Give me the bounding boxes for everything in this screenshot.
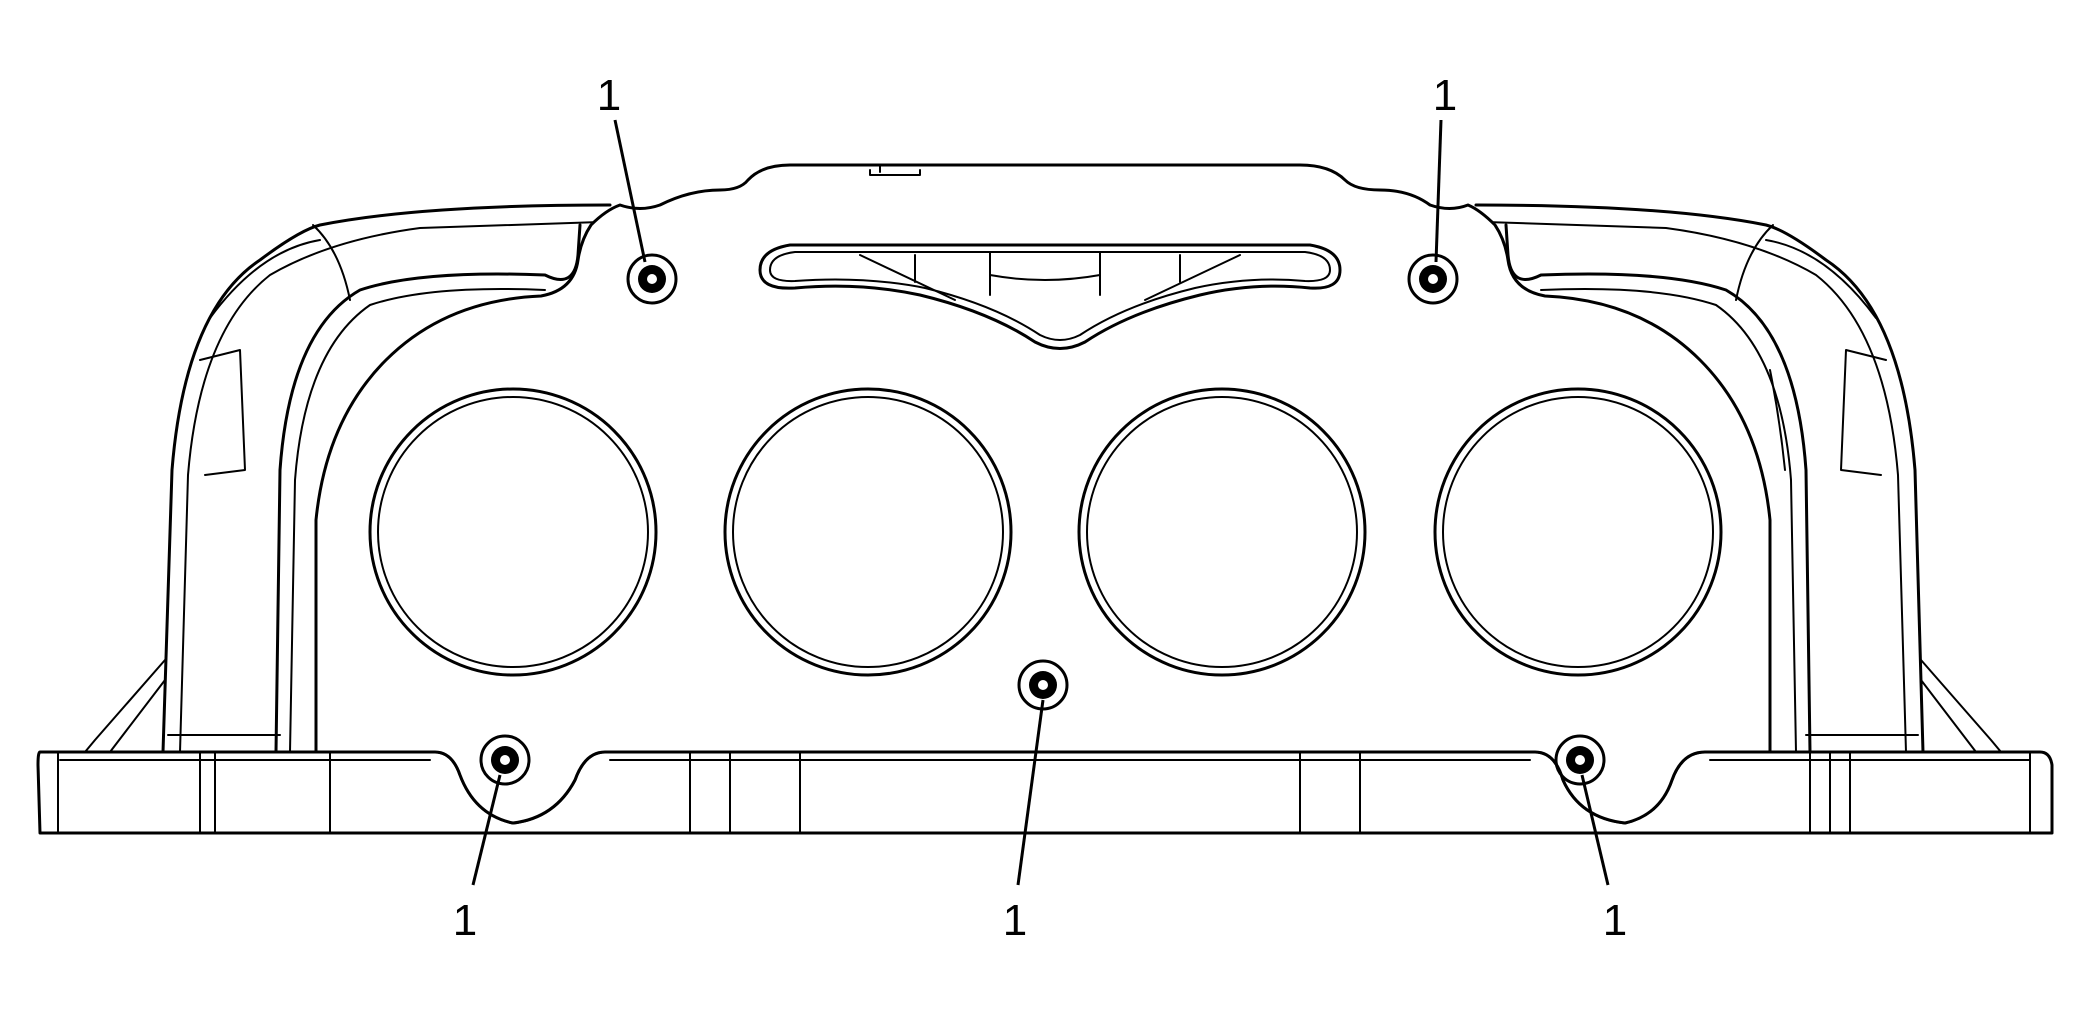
intake-port-2: [723, 387, 1013, 677]
leader-bottom-left: [471, 774, 502, 886]
intake-ports: [368, 387, 1723, 677]
center-slot: [758, 243, 1342, 350]
callout-top-left: 1: [597, 71, 621, 120]
gasket-plate: [314, 163, 1772, 825]
leader-top-right: [1434, 119, 1443, 263]
callout-labels: 1 1 1 1 1: [453, 71, 1627, 945]
base-flange: [36, 750, 2054, 835]
bolt-bottom-right: [1554, 734, 1606, 786]
leader-lines: [471, 119, 1610, 886]
intake-port-1: [368, 387, 658, 677]
leader-top-left: [613, 119, 647, 263]
intake-port-3: [1077, 387, 1367, 677]
callout-top-right: 1: [1433, 71, 1457, 120]
bolts: [479, 253, 1606, 786]
intake-port-4: [1433, 387, 1723, 677]
bolt-top-right: [1407, 253, 1459, 305]
callout-bottom-right: 1: [1603, 896, 1627, 945]
left-runner-housing: [84, 203, 612, 754]
bolt-top-left: [626, 253, 678, 305]
leader-bottom-right: [1580, 774, 1610, 886]
bolt-bottom-left: [479, 734, 531, 786]
right-runner-housing: [1474, 203, 2002, 754]
leader-bottom-center: [1016, 699, 1045, 886]
callout-bottom-left: 1: [453, 896, 477, 945]
callout-bottom-center: 1: [1003, 896, 1027, 945]
